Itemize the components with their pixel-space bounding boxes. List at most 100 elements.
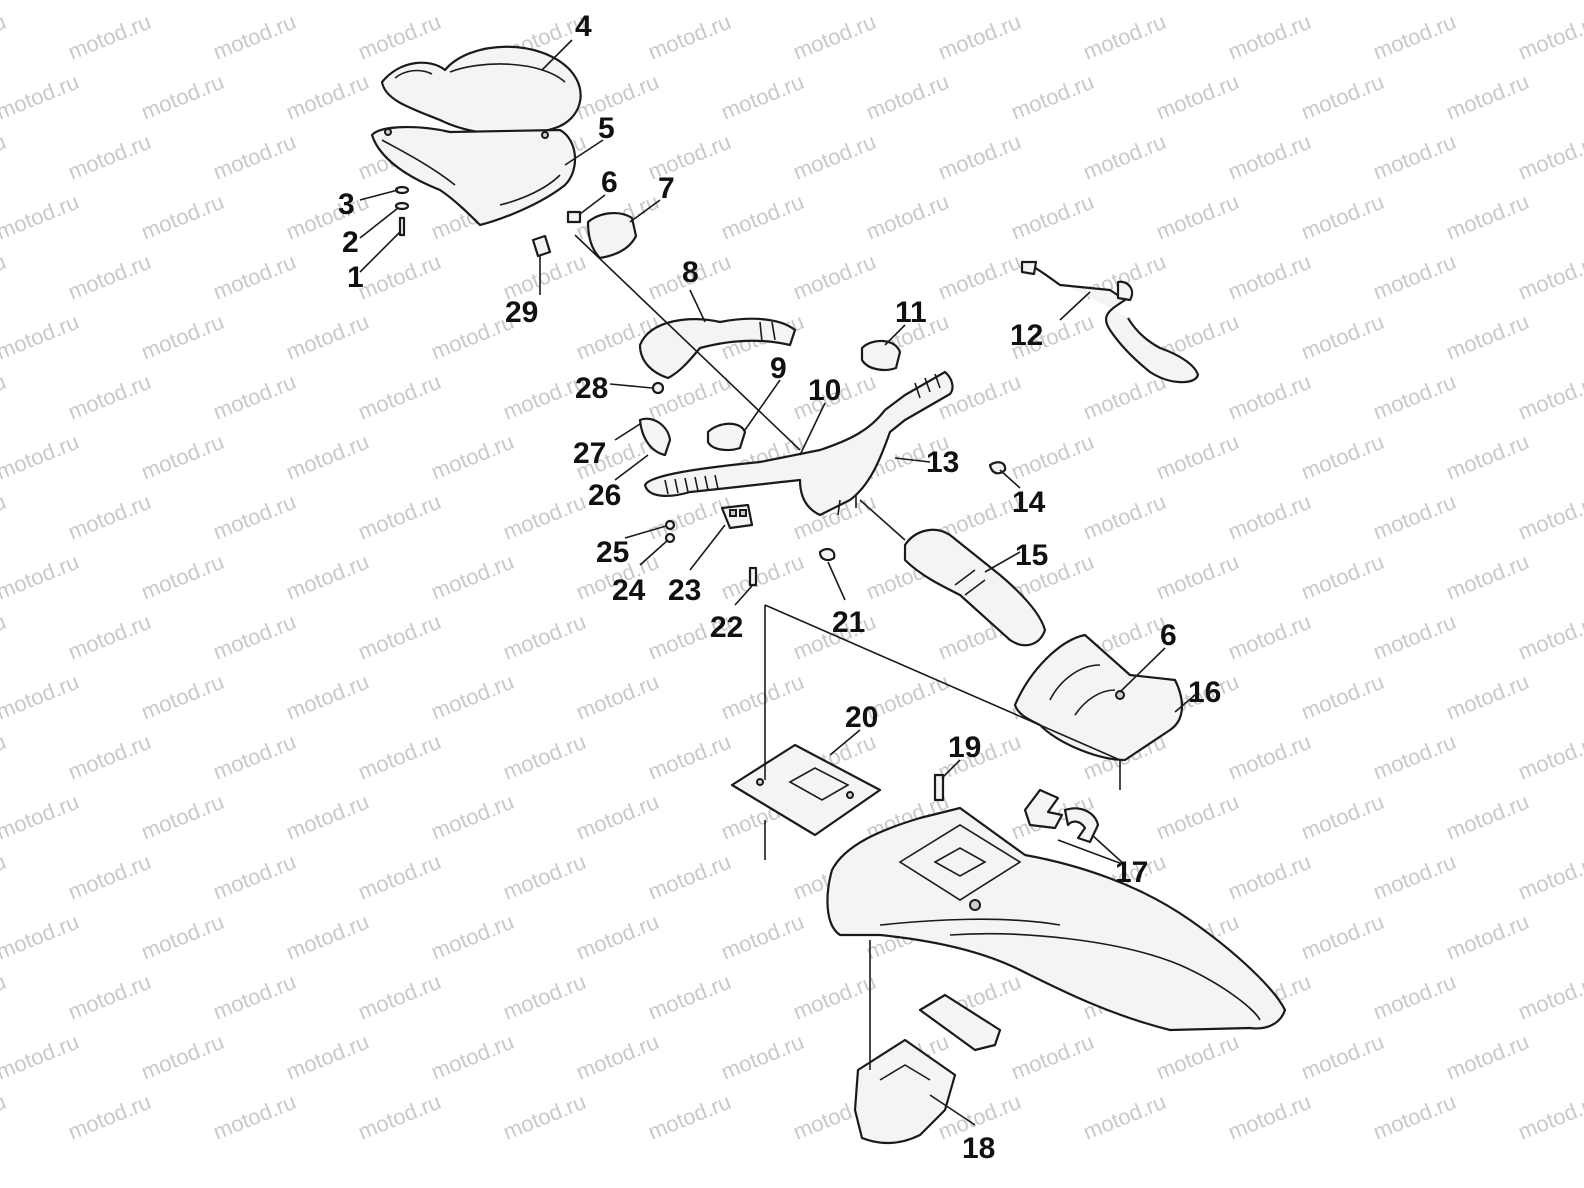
watermark-text: motod.ru — [355, 489, 445, 545]
watermark-text: motod.ru — [138, 909, 228, 965]
watermark-text: motod.ru — [0, 369, 9, 425]
watermark-text: motod.ru — [0, 729, 9, 785]
part-lower-bracket — [853, 993, 1002, 1144]
watermark-text: motod.ru — [283, 429, 373, 485]
watermark-text: motod.ru — [65, 609, 155, 665]
watermark-text: motod.ru — [0, 9, 9, 65]
watermark-text: motod.ru — [573, 909, 663, 965]
watermark-text: motod.ru — [1153, 789, 1243, 845]
watermark-text: motod.ru — [65, 369, 155, 425]
watermark-text: motod.ru — [573, 0, 663, 5]
watermark-text: motod.ru — [355, 9, 445, 65]
watermark-text: motod.ru — [0, 429, 82, 485]
watermark-text: motod.ru — [1153, 1029, 1243, 1085]
watermark-text: motod.ru — [1515, 489, 1584, 545]
watermark-text: motod.ru — [0, 849, 9, 905]
watermark-text: motod.ru — [210, 969, 300, 1025]
watermark-text: motod.ru — [500, 969, 590, 1025]
watermark-text: motod.ru — [1008, 189, 1098, 245]
watermark-text: motod.ru — [355, 729, 445, 785]
callout-23: 23 — [668, 574, 701, 607]
callout-19: 19 — [948, 731, 981, 764]
watermark-text: motod.ru — [428, 429, 518, 485]
part-safety-lanyard — [1020, 260, 1200, 384]
watermark-text: motod.ru — [0, 309, 82, 365]
watermark-text: motod.ru — [0, 609, 9, 665]
watermark-text: motod.ru — [1370, 9, 1460, 65]
part-clip-21 — [818, 548, 836, 562]
watermark-text: motod.ru — [1225, 249, 1315, 305]
watermark-text: motod.ru — [1515, 249, 1584, 305]
callout-29: 29 — [505, 296, 538, 329]
watermark-text: motod.ru — [573, 69, 663, 125]
watermark-text: motod.ru — [1515, 369, 1584, 425]
watermark-text: motod.ru — [428, 0, 518, 5]
watermark-text: motod.ru — [935, 9, 1025, 65]
watermark-text: motod.ru — [428, 1029, 518, 1085]
part-clips-17 — [1023, 788, 1100, 844]
watermark-text: motod.ru — [1515, 609, 1584, 665]
watermark-text: motod.ru — [65, 489, 155, 545]
watermark-text: motod.ru — [138, 309, 228, 365]
part-steering-cover-bottom — [370, 126, 577, 227]
watermark-text: motod.ru — [935, 249, 1025, 305]
callout-14: 14 — [1012, 486, 1046, 519]
callout-26: 26 — [588, 479, 621, 512]
callout-11: 11 — [895, 296, 927, 329]
callout-21: 21 — [832, 606, 865, 639]
watermark-text: motod.ru — [0, 789, 82, 845]
watermark-text: motod.ru — [645, 1089, 735, 1145]
watermark-text: motod.ru — [1153, 0, 1243, 5]
callout-4: 4 — [575, 10, 592, 43]
watermark-text: motod.ru — [573, 789, 663, 845]
callout-24: 24 — [612, 574, 646, 607]
watermark-text: motod.ru — [138, 549, 228, 605]
watermark-text: motod.ru — [65, 249, 155, 305]
callout-1: 1 — [347, 261, 364, 294]
watermark-text: motod.ru — [573, 1029, 663, 1085]
callout-8: 8 — [682, 256, 699, 289]
callout-25: 25 — [596, 536, 629, 569]
watermark-text: motod.ru — [573, 669, 663, 725]
watermark-text: motod.ru — [1298, 909, 1388, 965]
watermark-text: motod.ru — [283, 549, 373, 605]
watermark-text: motod.ru — [718, 189, 808, 245]
watermark-text: motod.ru — [1298, 669, 1388, 725]
leader-lines — [359, 39, 1196, 1126]
watermark-text: motod.ru — [428, 549, 518, 605]
watermark-text: motod.ru — [0, 549, 82, 605]
callout-18: 18 — [962, 1132, 995, 1165]
watermark-text: motod.ru — [500, 729, 590, 785]
callout-15: 15 — [1015, 539, 1048, 572]
callout-27: 27 — [573, 437, 606, 470]
watermark-text: motod.ru — [428, 669, 518, 725]
watermark-text: motod.ru — [790, 249, 880, 305]
watermark-text: motod.ru — [138, 189, 228, 245]
watermark-text: motod.ru — [210, 369, 300, 425]
watermark-text: motod.ru — [863, 69, 953, 125]
watermark-text: motod.ru — [1443, 69, 1533, 125]
watermark-text: motod.ru — [1370, 129, 1460, 185]
watermark-text: motod.ru — [0, 669, 82, 725]
part-steering-cover-top — [380, 45, 582, 136]
part-throttle-lever — [638, 417, 672, 457]
callout-10: 10 — [808, 374, 841, 407]
part-small-hardware-1-2-3 — [394, 185, 410, 237]
watermark-text: motod.ru — [138, 429, 228, 485]
watermark-text: motod.ru — [138, 69, 228, 125]
watermark-text: motod.ru — [0, 909, 82, 965]
watermark-text: motod.ru — [138, 1029, 228, 1085]
watermark-text: motod.ru — [1225, 729, 1315, 785]
watermark-text: motod.ru — [1443, 549, 1533, 605]
watermark-text: motod.ru — [210, 1089, 300, 1145]
watermark-text: motod.ru — [790, 9, 880, 65]
watermark-text: motod.ru — [790, 129, 880, 185]
watermark-text: motod.ru — [0, 0, 82, 5]
watermark-text: motod.ru — [718, 69, 808, 125]
watermark-text: motod.ru — [138, 789, 228, 845]
watermark-text: motod.ru — [428, 309, 518, 365]
watermark-text: motod.ru — [355, 969, 445, 1025]
watermark-text: motod.ru — [283, 669, 373, 725]
callout-6-bottom: 6 — [1160, 619, 1177, 652]
